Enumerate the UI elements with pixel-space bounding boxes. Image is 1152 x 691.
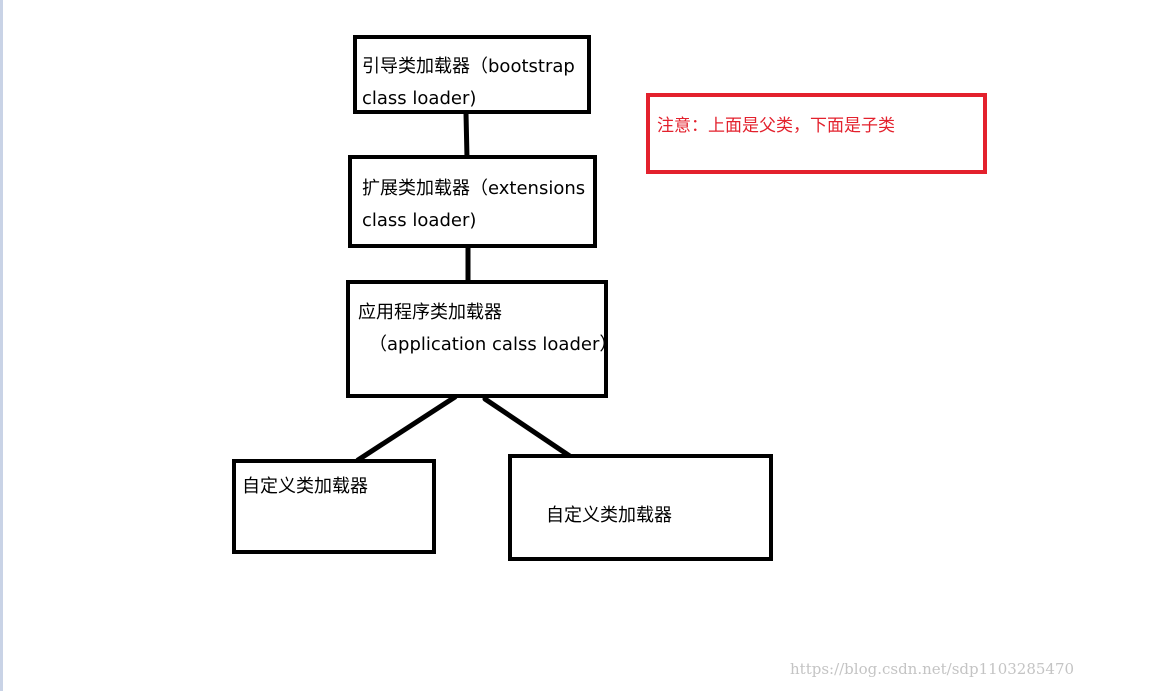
- edge-bootstrap-to-extensions: [463, 110, 470, 161]
- custom-class-loader-label-left: 自定义类加载器: [242, 471, 368, 503]
- application-class-loader-box: 应用程序类加载器 （application calss loader）: [346, 280, 617, 398]
- extensions-label-line-2: class loader): [362, 210, 477, 231]
- custom-right-label-line-1: 自定义类加载器: [546, 505, 672, 526]
- bootstrap-class-loader-label: 引导类加载器（bootstrap class loader): [362, 51, 575, 115]
- bootstrap-label-line-2: class loader): [362, 88, 477, 109]
- parent-child-note-box: 注意：上面是父类，下面是子类: [646, 93, 987, 174]
- bootstrap-label-line-1: 引导类加载器（bootstrap: [362, 56, 575, 77]
- extensions-class-loader-box: 扩展类加载器（extensions class loader): [348, 155, 597, 248]
- parent-child-note-text: 注意：上面是父类，下面是子类: [657, 116, 895, 136]
- application-label-line-1: 应用程序类加载器: [358, 302, 502, 323]
- application-class-loader-label: 应用程序类加载器 （application calss loader）: [358, 297, 617, 361]
- application-label-line-2: （application calss loader）: [369, 334, 618, 355]
- window-left-edge: [0, 0, 3, 691]
- edge-application-to-custom-1: [355, 394, 458, 463]
- custom-class-loader-box-right: 自定义类加载器: [508, 454, 773, 561]
- custom-class-loader-label-right: 自定义类加载器: [546, 500, 672, 532]
- custom-left-label-line-1: 自定义类加载器: [242, 476, 368, 497]
- extensions-class-loader-label: 扩展类加载器（extensions class loader): [362, 173, 585, 237]
- custom-class-loader-box-left: 自定义类加载器: [232, 459, 436, 554]
- bootstrap-class-loader-box: 引导类加载器（bootstrap class loader): [353, 35, 591, 114]
- csdn-watermark: https://blog.csdn.net/sdp1103285470: [790, 660, 1075, 678]
- extensions-label-line-1: 扩展类加载器（extensions: [362, 178, 586, 199]
